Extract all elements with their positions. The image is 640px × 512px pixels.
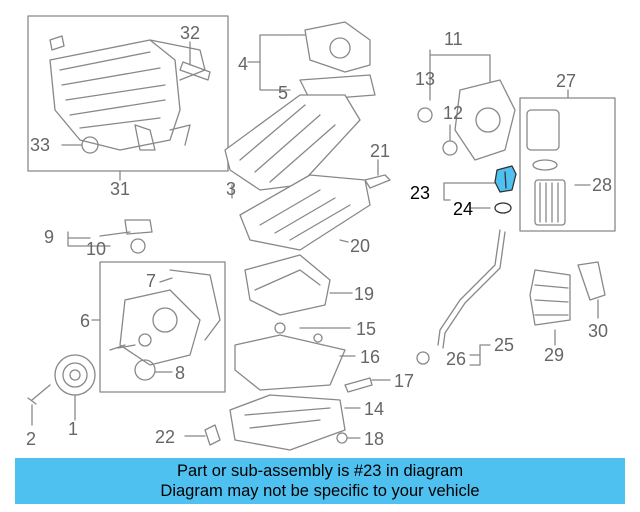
callout-24: 24 [453, 199, 474, 219]
part-20-head [239, 174, 371, 251]
callout-10: 10 [86, 239, 107, 259]
callout-17: 17 [394, 371, 415, 391]
callout-18: 18 [364, 429, 385, 449]
callout-14: 14 [364, 399, 385, 419]
callout-20: 20 [350, 236, 371, 256]
callout-27: 27 [556, 71, 577, 91]
callout-28: 28 [592, 175, 613, 195]
callout-32: 32 [180, 23, 201, 43]
callout-23: 23 [410, 183, 431, 203]
callout-21: 21 [370, 141, 391, 161]
callout-11: 11 [444, 29, 463, 49]
callout-16: 16 [360, 347, 381, 367]
callout-12: 12 [443, 103, 464, 123]
intake-manifold-box [27, 15, 229, 172]
callout-25: 25 [494, 335, 515, 355]
callout-3: 3 [226, 179, 237, 199]
parts-diagram [27, 15, 616, 451]
callout-26: 26 [446, 349, 467, 369]
part-11-cover [454, 79, 516, 161]
part-27-filter [526, 109, 566, 226]
callout-2: 2 [26, 429, 37, 449]
callout-13: 13 [415, 69, 436, 89]
callout-1: 1 [68, 419, 79, 439]
callout-4: 4 [238, 54, 249, 74]
part-14-oil-pan [229, 394, 346, 451]
part-5-plate [299, 74, 376, 101]
callout-8: 8 [175, 363, 186, 383]
part-29-oil-cooler [529, 269, 571, 326]
part-23-oil-filler-neck [494, 165, 517, 193]
banner-line-1: Part or sub-assembly is #23 in diagram [176, 462, 464, 480]
callout-15: 15 [356, 319, 377, 339]
callout-33: 33 [30, 135, 51, 155]
part-info-banner: Part or sub-assembly is #23 in diagram D… [15, 458, 625, 504]
part-6-timing-cover [119, 289, 201, 366]
callout-5: 5 [278, 83, 289, 103]
callout-30: 30 [588, 321, 609, 341]
part-19-oil-pump [244, 254, 331, 316]
timing-cover-box [99, 261, 226, 393]
callout-22: 22 [155, 427, 176, 447]
part-1-pulley [54, 354, 96, 396]
callout-29: 29 [544, 345, 565, 365]
callout-7: 7 [146, 271, 157, 291]
part-4-cover [304, 21, 371, 73]
part-3-head-cover [224, 94, 361, 191]
callout-6: 6 [80, 311, 91, 331]
callout-31: 31 [110, 179, 131, 199]
callout-9: 9 [44, 227, 55, 247]
intake-manifold-drawing [49, 35, 211, 151]
callout-19: 19 [354, 284, 375, 304]
banner-line-2: Diagram may not be specific to your vehi… [160, 482, 480, 500]
